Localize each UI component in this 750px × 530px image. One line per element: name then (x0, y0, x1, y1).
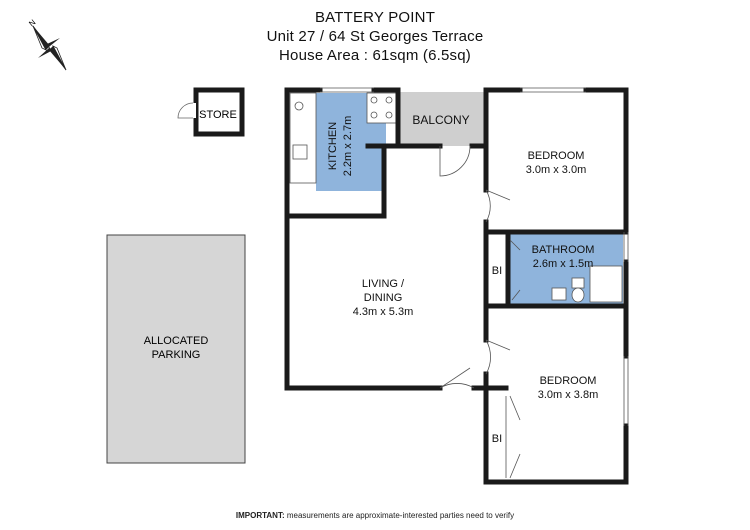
parking-label-line2: PARKING (152, 349, 201, 361)
kitchen-benchtop (289, 92, 398, 184)
kitchen-label: KITCHEN (327, 122, 339, 170)
store-room: STORE (177, 87, 245, 137)
disclaimer-text: measurements are approximate-interested … (286, 511, 515, 520)
doors (439, 145, 521, 479)
bathroom-dims: 2.6m x 1.5m (533, 258, 594, 270)
kitchen-dims: 2.2m x 2.7m (342, 116, 354, 177)
living-dims: 4.3m x 5.3m (353, 306, 414, 318)
title-block: BATTERY POINT Unit 27 / 64 St Georges Te… (0, 8, 750, 65)
bedroom2-dims: 3.0m x 3.8m (538, 389, 599, 401)
balcony-label: BALCONY (412, 113, 469, 127)
allocated-parking: ALLOCATED PARKING (106, 234, 246, 464)
balcony-floor (398, 92, 484, 146)
disclaimer-important: IMPORTANT: (235, 511, 285, 520)
living-label: LIVING / (362, 278, 405, 290)
property-address: Unit 27 / 64 St Georges Terrace (266, 28, 484, 45)
parking-label-line1: ALLOCATED (144, 335, 209, 347)
property-suburb: BATTERY POINT (314, 9, 436, 26)
living-label-line2: DINING (364, 292, 403, 304)
compass-icon: N (27, 18, 67, 71)
bedroom1-dims: 3.0m x 3.0m (526, 164, 587, 176)
disclaimer: IMPORTANT: measurements are approximate-… (0, 511, 750, 520)
house-area: House Area : 61sqm (6.5sq) (279, 47, 471, 64)
compass-north-label: N (27, 18, 37, 29)
bathroom-label: BATHROOM (532, 244, 595, 256)
bi-upper-label: BI (492, 265, 502, 277)
bedroom2-label: BEDROOM (540, 375, 597, 387)
bi-lower-label: BI (492, 433, 502, 445)
bathroom-fixtures (551, 265, 623, 303)
walls (284, 87, 629, 485)
store-label: STORE (199, 109, 237, 121)
bedroom1-label: BEDROOM (528, 150, 585, 162)
windows (320, 87, 629, 426)
